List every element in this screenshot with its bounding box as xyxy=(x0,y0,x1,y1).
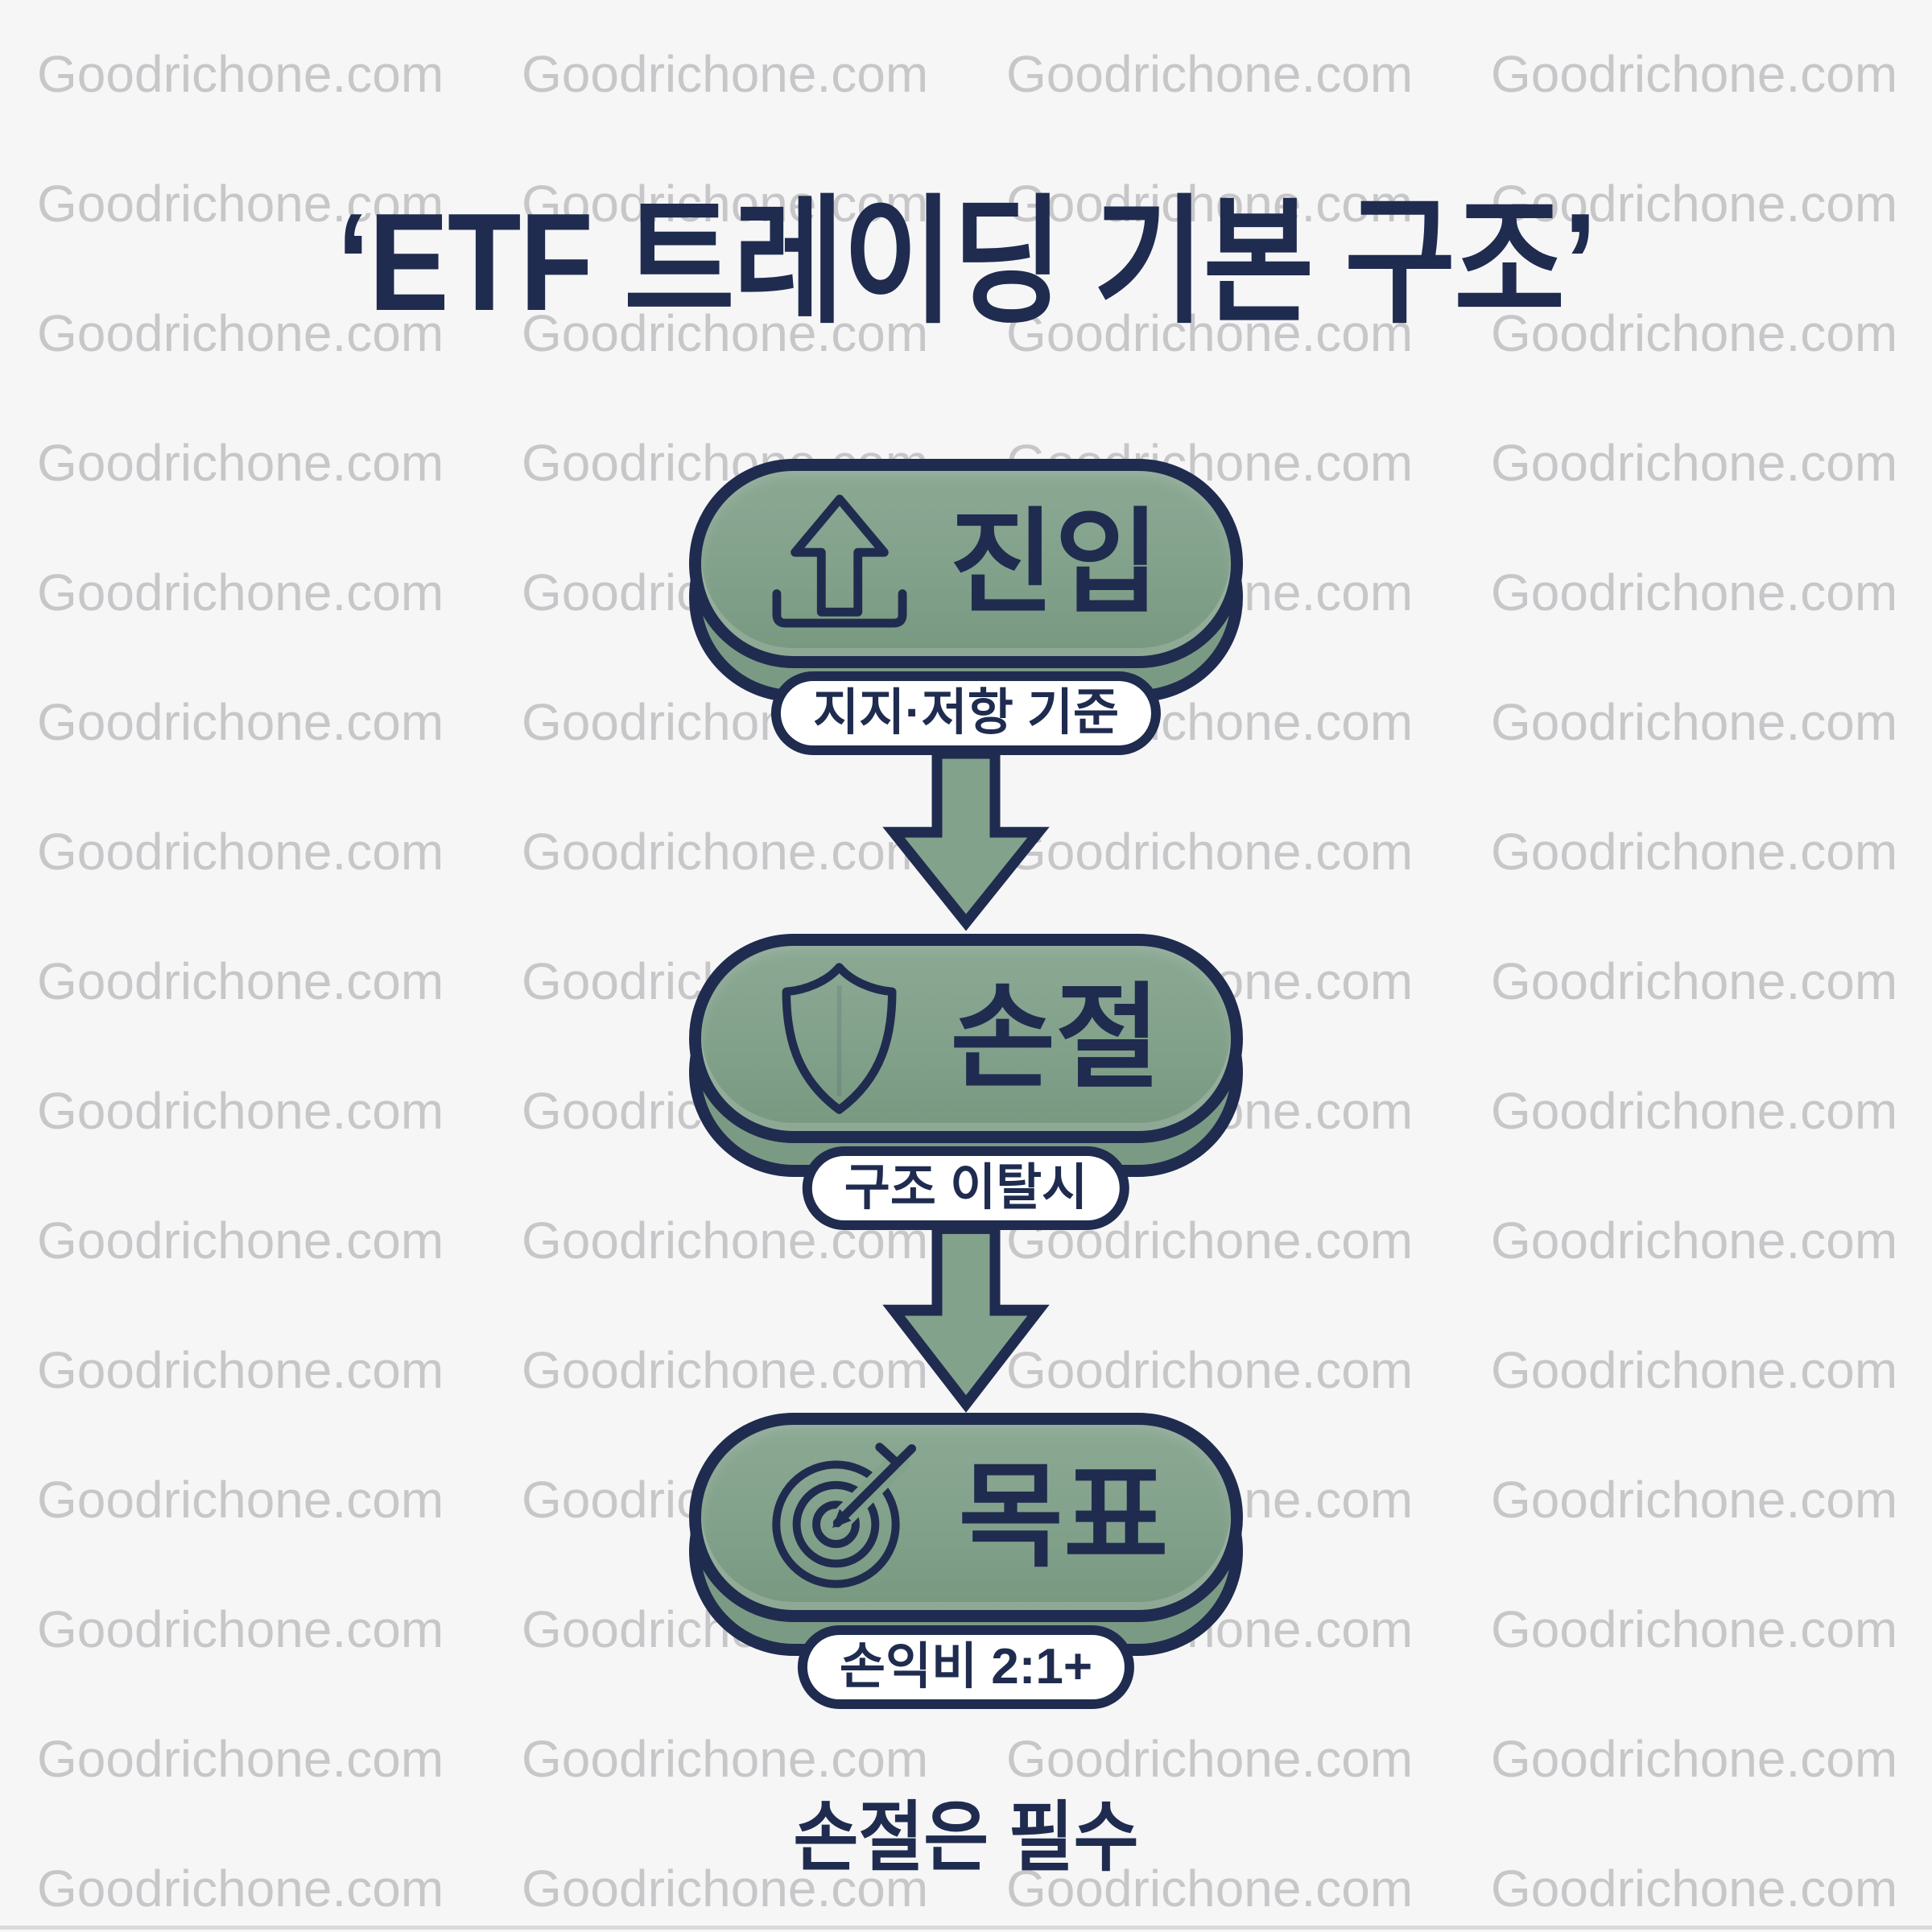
watermark-text: Goodrichone.com xyxy=(37,1471,444,1529)
down-arrow-connector xyxy=(882,748,1050,931)
stop-loss-condition-text: 구조 이탈시 xyxy=(844,1160,1088,1216)
watermark-text: Goodrichone.com xyxy=(37,693,444,751)
watermark-text: Goodrichone.com xyxy=(37,952,444,1010)
watermark-text: Goodrichone.com xyxy=(522,823,929,881)
watermark-text: Goodrichone.com xyxy=(1491,564,1898,621)
watermark-text: Goodrichone.com xyxy=(37,434,444,492)
target-pill: 목표 xyxy=(689,1413,1243,1622)
target-dart-icon xyxy=(763,1441,917,1594)
watermark-text: Goodrichone.com xyxy=(37,45,444,103)
watermark-text: Goodrichone.com xyxy=(37,823,444,881)
watermark-text: Goodrichone.com xyxy=(1006,1341,1414,1399)
footer-caption: 손절은 필수 xyxy=(793,1794,1139,1880)
shield-icon xyxy=(771,958,908,1119)
watermark-text: Goodrichone.com xyxy=(1491,1600,1898,1658)
watermark-text: Goodrichone.com xyxy=(37,1600,444,1658)
node-label: 목표 xyxy=(958,1453,1169,1581)
watermark-text: Goodrichone.com xyxy=(1491,1341,1898,1399)
watermark-text: Goodrichone.com xyxy=(1491,823,1898,881)
watermark-text: Goodrichone.com xyxy=(37,1341,444,1399)
bottom-divider-line xyxy=(0,1926,1932,1930)
stop-loss-condition-badge: 구조 이탈시 xyxy=(802,1146,1130,1230)
target-condition-badge: 손익비 2:1+ xyxy=(797,1625,1135,1709)
stop-loss-pill: 손절 xyxy=(689,934,1243,1143)
watermark-text: Goodrichone.com xyxy=(1491,952,1898,1010)
watermark-text: Goodrichone.com xyxy=(522,1341,929,1399)
watermark-text: Goodrichone.com xyxy=(1491,1082,1898,1140)
entry-condition-text: 지지·저항 기준 xyxy=(812,685,1120,741)
watermark-text: Goodrichone.com xyxy=(1491,1212,1898,1269)
watermark-text: Goodrichone.com xyxy=(37,564,444,621)
down-arrow-connector xyxy=(882,1223,1050,1413)
watermark-text: Goodrichone.com xyxy=(37,1212,444,1269)
entry-pill: 진입 xyxy=(689,459,1243,668)
node-label: 진입 xyxy=(949,499,1160,627)
watermark-text: Goodrichone.com xyxy=(1491,1471,1898,1529)
entry-condition-badge: 지지·저항 기준 xyxy=(770,671,1162,755)
upload-arrow-icon xyxy=(772,494,907,633)
target-condition-text: 손익비 2:1+ xyxy=(839,1639,1093,1695)
watermark-text: Goodrichone.com xyxy=(1006,823,1414,881)
watermark-text: Goodrichone.com xyxy=(1006,45,1414,103)
watermark-text: Goodrichone.com xyxy=(37,1082,444,1140)
watermark-text: Goodrichone.com xyxy=(1491,693,1898,751)
page-title: ‘ETF 트레이딩 기본 구조’ xyxy=(336,184,1597,340)
watermark-text: Goodrichone.com xyxy=(1491,45,1898,103)
flow-node-entry: 진입 지지·저항 기준 xyxy=(689,459,1243,755)
flow-node-stop-loss: 손절 구조 이탈시 xyxy=(689,934,1243,1230)
watermark-text: Goodrichone.com xyxy=(1491,434,1898,492)
node-label: 손절 xyxy=(950,974,1161,1102)
flow-node-target: 목표 손익비 2:1+ xyxy=(689,1413,1243,1709)
watermark-text: Goodrichone.com xyxy=(522,45,929,103)
